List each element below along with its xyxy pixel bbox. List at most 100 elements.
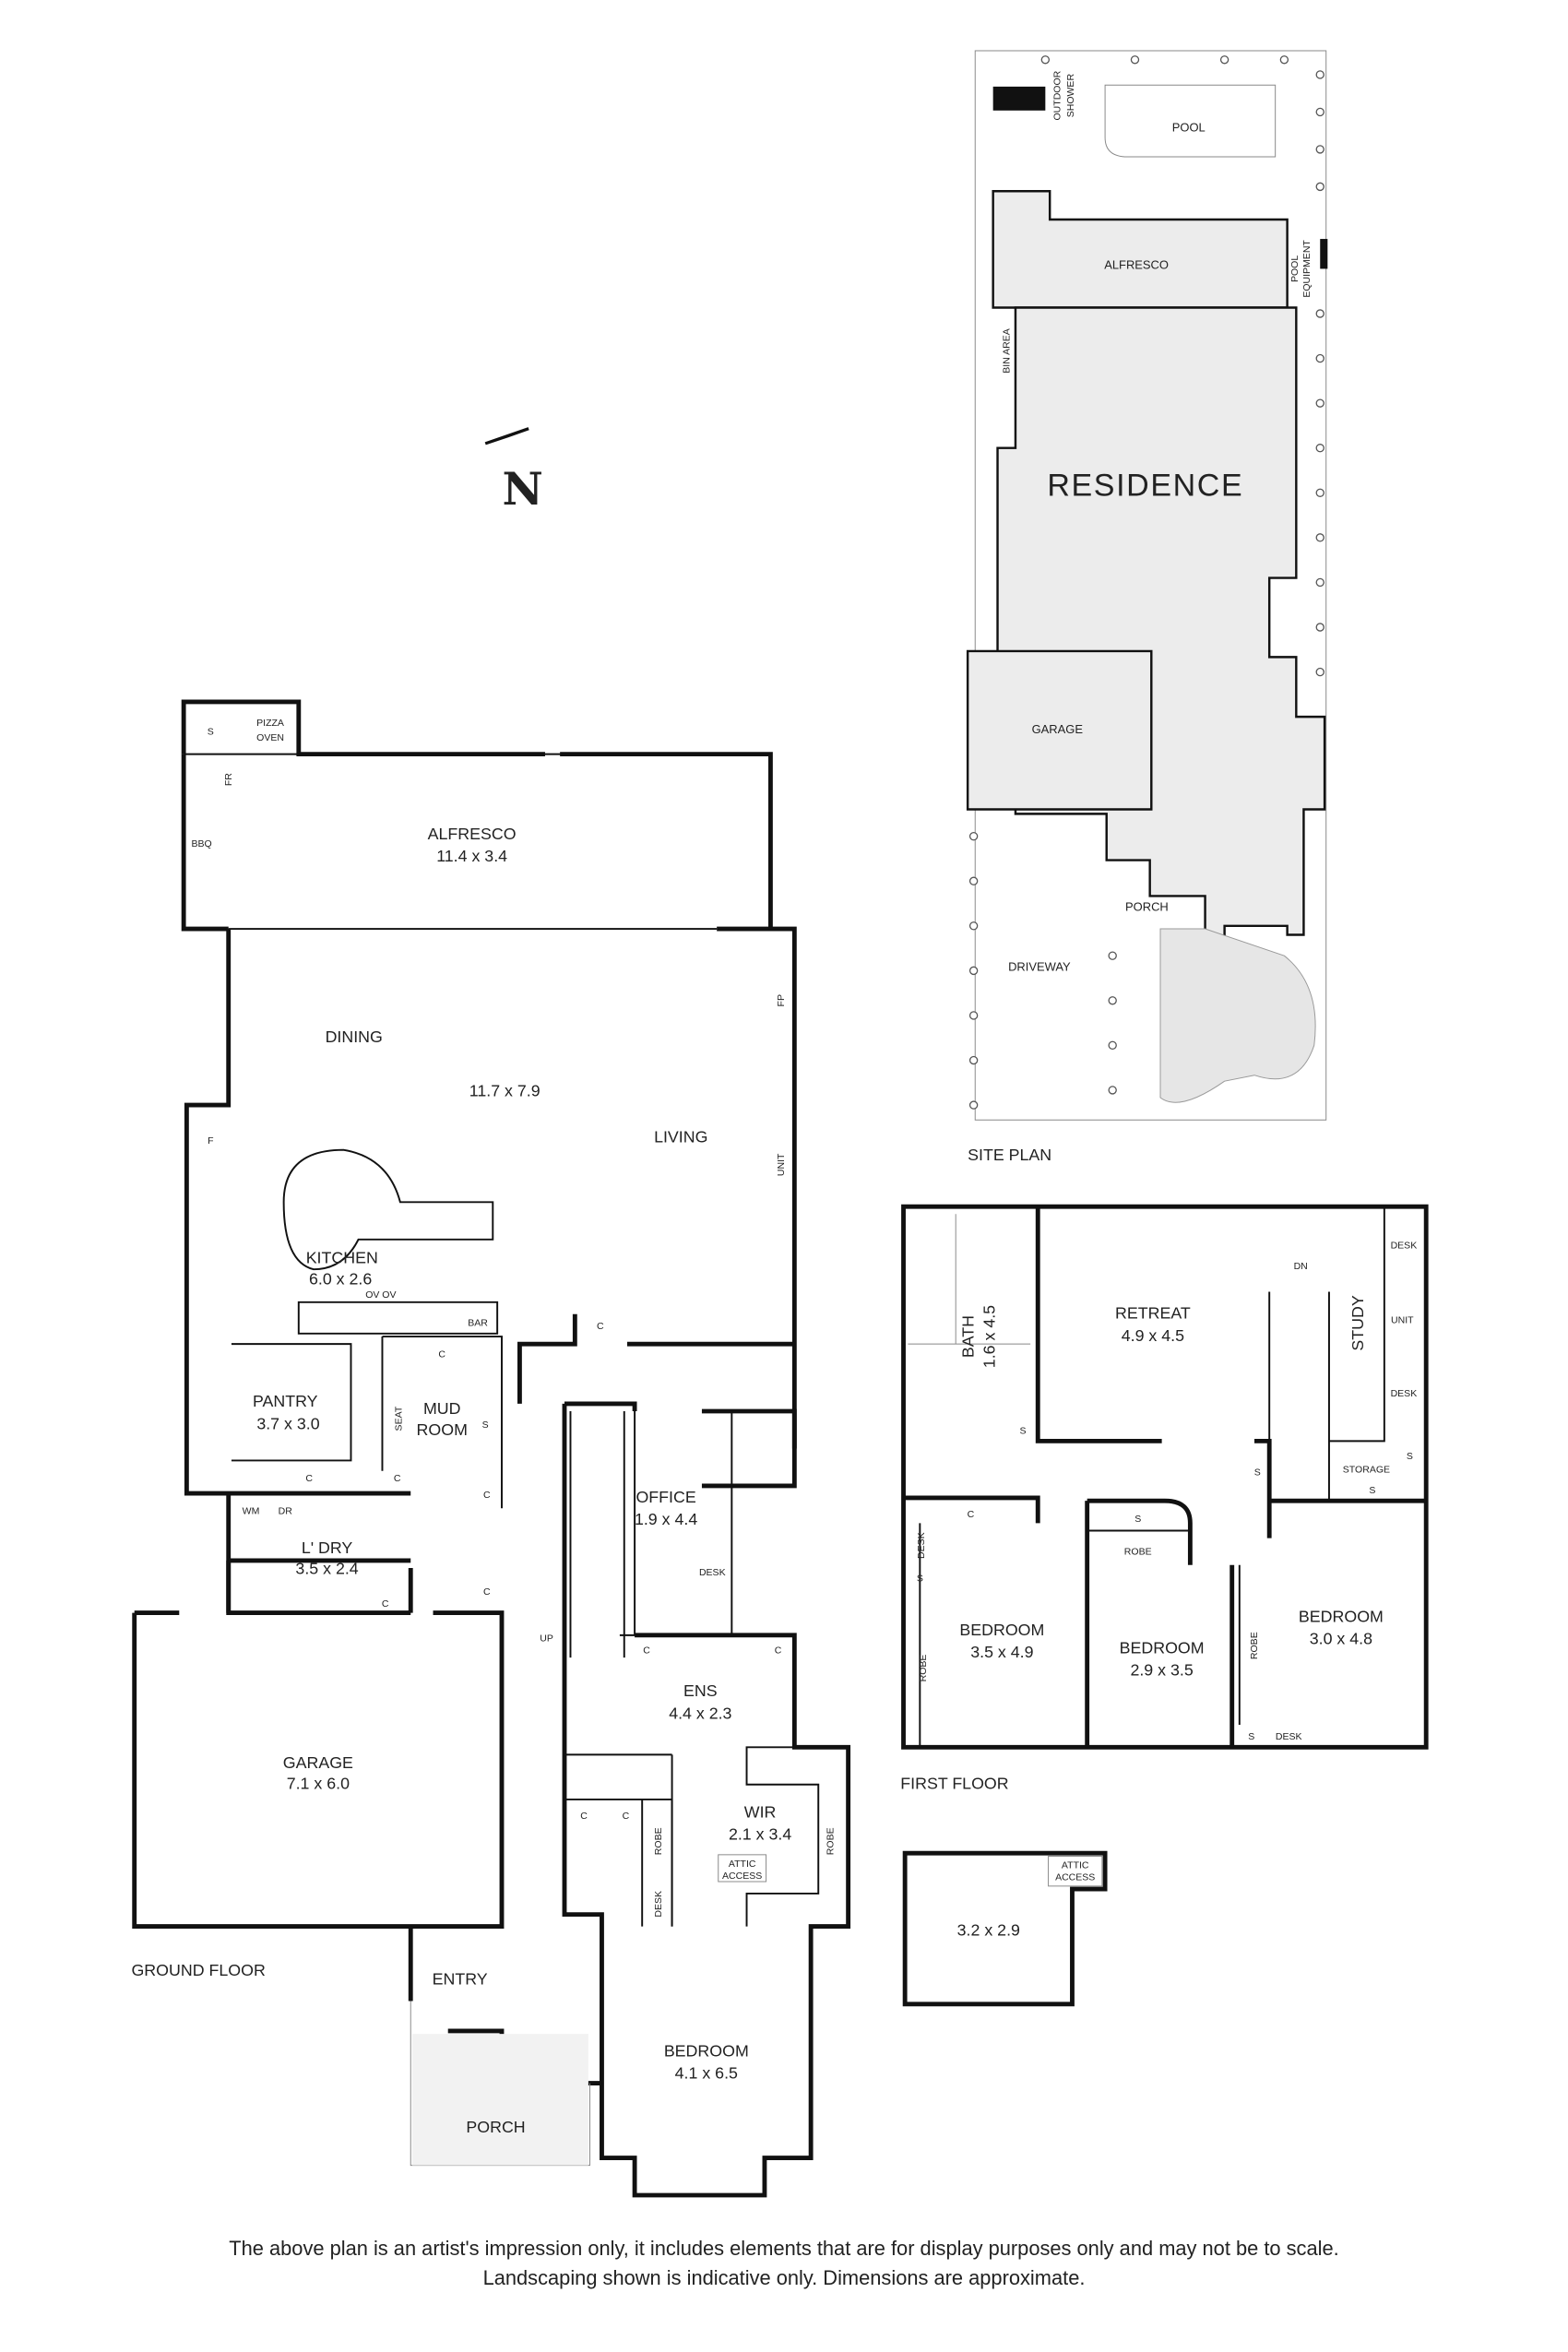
site-garage-label: GARAGE [1032,722,1084,736]
bar-label: BAR [468,1318,488,1329]
first-floor-title: FIRST FLOOR [900,1775,1008,1793]
bedroom-3-dims: 3.0 x 4.8 [1310,1630,1372,1648]
shelf-label: S [1407,1451,1413,1462]
disclaimer-line-2: Landscaping shown is indicative only. Di… [483,2266,1086,2289]
alfresco-name: ALFRESCO [428,825,517,843]
entry-name: ENTRY [433,1970,488,1989]
ensuite-name: ENS [683,1681,718,1700]
unit-label: UNIT [776,1153,787,1176]
porch-floor [411,2034,588,2166]
cupboard-label: C [623,1811,630,1822]
store-label: S [208,727,214,738]
robe-label: ROBE [1124,1546,1152,1557]
mud-room-name-2: ROOM [417,1420,468,1439]
driveway-label: DRIVEWAY [1008,959,1071,973]
pizza-oven-label: PIZZA [256,718,284,729]
site-alfresco [992,190,1289,309]
pizza-oven-label-2: OVEN [256,732,284,743]
north-arrow-icon [484,427,529,445]
bedroom-dims: 4.1 x 6.5 [675,2064,738,2083]
stairs-up-label: UP [540,1633,553,1644]
cupboard-label: C [394,1473,401,1484]
site-garage [966,649,1153,811]
ground-floor-plan: S PIZZA OVEN FR BBQ ALFRESCO 11.4 x 3.4 … [131,699,851,2198]
garage-name: GARAGE [283,1753,353,1772]
kitchen-name: KITCHEN [306,1249,378,1267]
bedroom-2-name: BEDROOM [1120,1638,1205,1657]
desk-label: DESK [653,1891,664,1918]
robe-label: ROBE [1249,1632,1260,1659]
seat-label: SEAT [394,1406,405,1431]
desk-label: DESK [699,1567,726,1578]
stairs-down-label: DN [1294,1261,1308,1272]
dining-name: DINING [326,1028,383,1046]
shelf-label: S [1134,1514,1141,1525]
attic-access-label: ATTIC [729,1859,756,1870]
wir-name: WIR [744,1802,777,1821]
bedroom-2-dims: 2.9 x 3.5 [1130,1661,1193,1680]
washing-machine-label: WM [243,1506,260,1517]
first-floor-plan: DESK DN RETREAT 4.9 x 4.5 UNIT STUDY BAT… [900,1204,1429,1793]
pantry [231,1343,352,1462]
outdoor-shower-label-2: SHOWER [1065,74,1076,118]
desk-label: DESK [1276,1731,1302,1742]
cupboard-label: C [483,1586,491,1598]
desk-label: DESK [916,1532,927,1559]
fridge-label-2: F [208,1135,213,1146]
north-compass: N [484,427,543,516]
cupboard-label: C [438,1349,445,1360]
bedroom-1-dims: 3.5 x 4.9 [970,1643,1033,1661]
robe-label: ROBE [825,1827,836,1855]
disclaimer-line-1: The above plan is an artist's impression… [229,2237,1338,2260]
living-name: LIVING [654,1128,707,1146]
attic-dims: 3.2 x 2.9 [957,1920,1020,1939]
pool-outline [1104,84,1277,158]
kitchen-bench [297,1301,499,1335]
shelf-label: S [1248,1731,1254,1742]
porch-name: PORCH [466,2118,525,2136]
retreat-name: RETREAT [1115,1304,1191,1323]
bath-name: BATH [959,1315,978,1358]
cupboard-label: C [483,1490,491,1501]
living-dining-dims: 11.7 x 7.9 [469,1081,540,1099]
fireplace-label: FP [776,994,787,1006]
oven-label: OV OV [365,1289,396,1301]
attic-access-label-2: ACCESS [722,1871,762,1882]
cupboard-label: C [382,1598,389,1610]
mud-room-name: MUD [423,1399,461,1418]
compass-label: N [502,463,542,516]
hedge-trees [968,55,1324,1110]
bath-dims: 1.6 x 4.5 [980,1305,998,1368]
pantry-name: PANTRY [253,1392,318,1410]
cupboard-label: C [775,1645,782,1656]
shelf-label: S [1020,1425,1027,1436]
site-residence [996,306,1326,938]
fridge-label: FR [223,773,234,786]
wir-dims: 2.1 x 3.4 [729,1825,791,1844]
cupboard-label: C [580,1811,588,1822]
shelf-label: S [1369,1485,1375,1496]
site-plan: POOL OUTDOOR SHOWER ALFRESCO POOL EQUIPM… [966,50,1328,1164]
pool-equipment-label-2: EQUIPMENT [1301,240,1313,298]
bedroom-name: BEDROOM [664,2041,749,2060]
storage-label: STORAGE [1343,1464,1390,1475]
robe-label: ROBE [918,1655,929,1682]
alfresco-dims: 11.4 x 3.4 [436,847,507,865]
attic-access-label-2: ACCESS [1055,1871,1095,1883]
site-plan-title: SITE PLAN [968,1146,1051,1164]
outdoor-shower-label: OUTDOOR [1052,70,1063,120]
cupboard-label: C [597,1321,604,1332]
ensuite-dims: 4.4 x 2.3 [669,1705,731,1723]
residence-label: RESIDENCE [1047,469,1243,504]
dryer-label: DR [279,1506,293,1517]
site-porch-label: PORCH [1125,900,1169,914]
kitchen-dims: 6.0 x 2.6 [309,1269,372,1288]
garden-bed [1159,928,1316,1103]
retreat-dims: 4.9 x 4.5 [1122,1326,1184,1345]
pool-equipment-label: POOL [1289,255,1301,282]
shelf-label: S [1254,1467,1261,1479]
laundry-dims: 3.5 x 2.4 [295,1559,358,1577]
office-name: OFFICE [636,1488,695,1506]
kitchen-island [282,1148,494,1271]
